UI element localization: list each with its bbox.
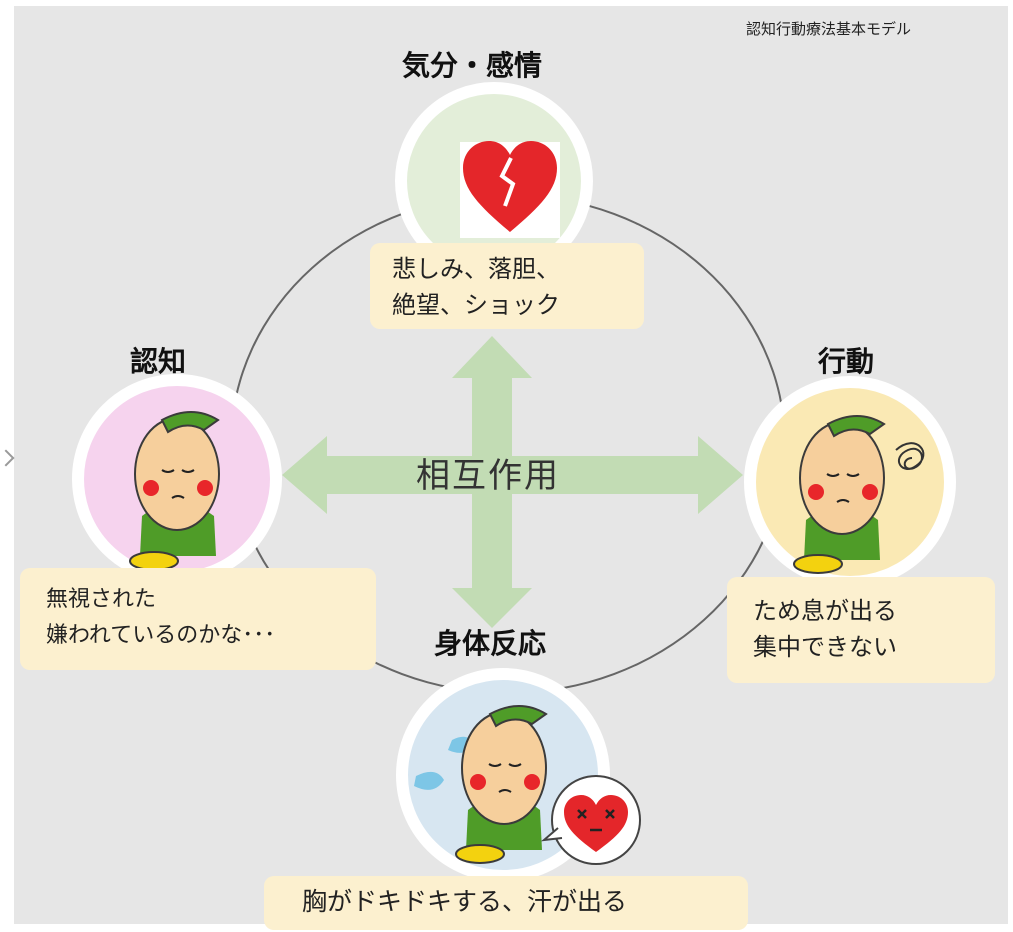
mood-text-box: 悲しみ、落胆、 絶望、ショック xyxy=(370,243,644,329)
body-text-box: 胸がドキドキする、汗が出る xyxy=(264,876,748,930)
cognition-label: 認知 xyxy=(130,345,187,378)
cognition-circle xyxy=(72,374,282,584)
cognition-text-line-1: 無視された xyxy=(46,587,157,612)
sighing-character-icon xyxy=(793,415,925,574)
dizzy-heart-bubble-icon xyxy=(540,775,641,865)
body-label: 身体反応 xyxy=(434,627,547,660)
behavior-circle xyxy=(744,376,956,588)
horizontal-double-arrow xyxy=(282,436,743,514)
broken-heart-icon xyxy=(460,141,560,238)
body-text-line-1: 胸がドキドキする、汗が出る xyxy=(302,887,628,916)
behavior-label: 行動 xyxy=(818,345,875,378)
vertical-double-arrow xyxy=(452,336,532,628)
behavior-text-line-2: 集中できない xyxy=(753,633,897,661)
sweating-character-icon xyxy=(414,705,548,864)
diagram-title: 認知行動療法基本モデル xyxy=(746,20,912,38)
mood-text-line-1: 悲しみ、落胆、 xyxy=(392,255,560,283)
mood-text-line-2: 絶望、ショック xyxy=(392,291,560,319)
cognition-text-line-2: 嫌われているのかな･･･ xyxy=(46,623,276,648)
sad-character-icon xyxy=(129,411,220,571)
interaction-label: 相互作用 xyxy=(416,456,560,496)
cognition-text-box: 無視された 嫌われているのかな･･･ xyxy=(20,568,376,670)
behavior-text-box: ため息が出る 集中できない xyxy=(727,577,995,683)
behavior-text-line-1: ため息が出る xyxy=(753,597,897,625)
mood-label: 気分・感情 xyxy=(402,49,543,82)
